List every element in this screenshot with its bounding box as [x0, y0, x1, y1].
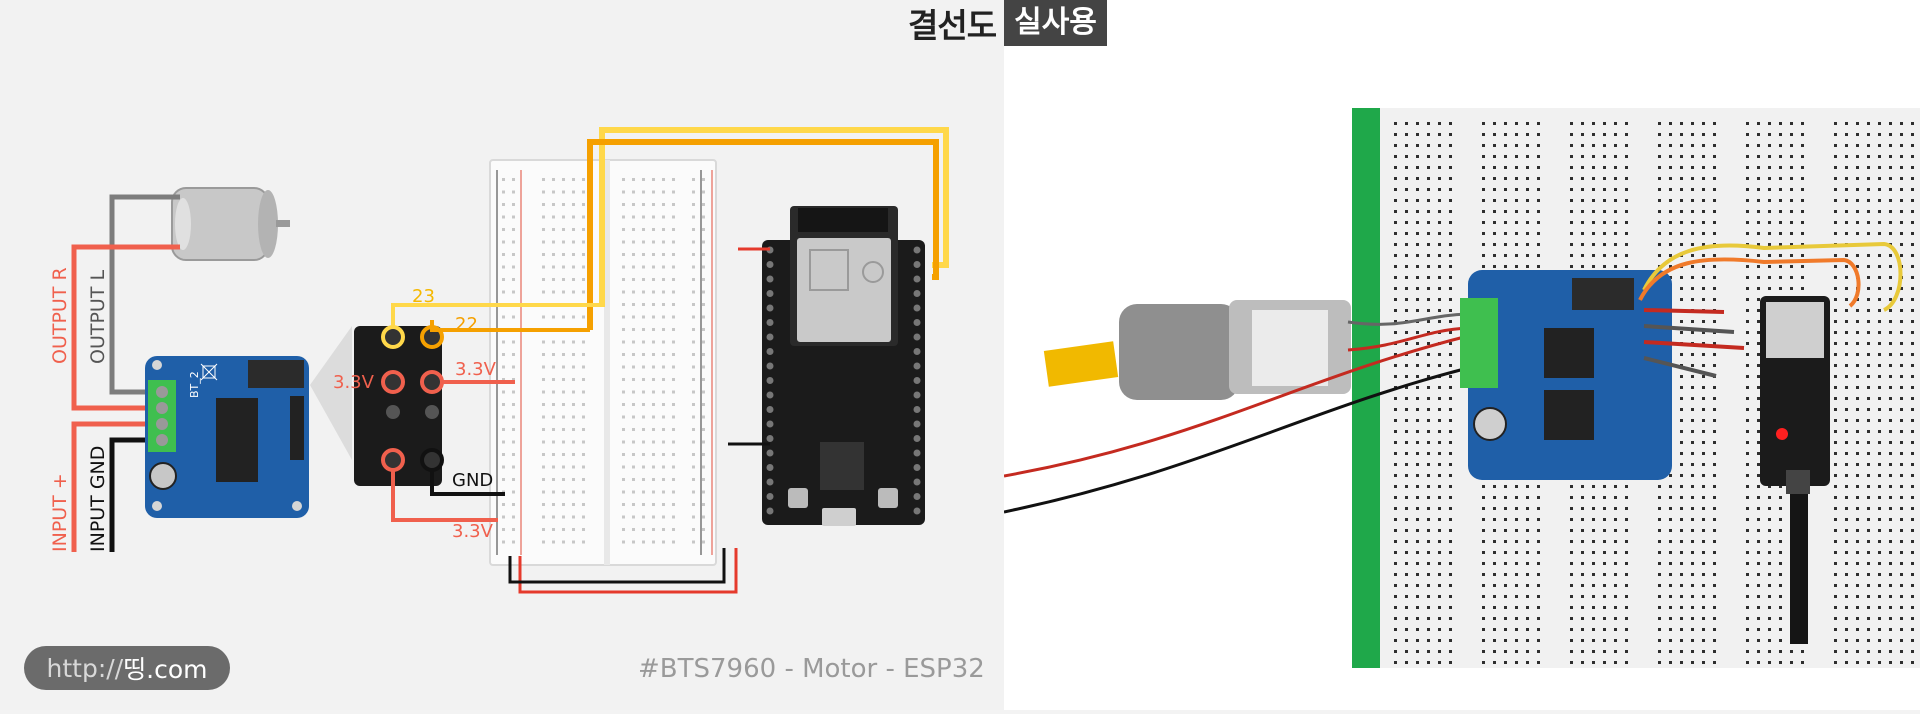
photo-title-tag: 실사용 [1004, 0, 1107, 46]
photo-bts7960-board [1460, 270, 1672, 480]
usb-cable [1790, 494, 1808, 644]
board-label: BT_2 [188, 371, 201, 398]
bts7960-board: BT_2 [145, 356, 309, 518]
wiring-diagram: 23 22 3.3V 3.3V GND 3.3V [49, 127, 949, 594]
capacitor [149, 462, 177, 490]
caption: #BTS7960 - Motor - ESP32 [638, 654, 985, 684]
real-photo-panel [1004, 0, 1920, 710]
wiring-diagram-panel: 23 22 3.3V 3.3V GND 3.3V [24, 127, 985, 690]
label-3v3-bottom: 3.3V [452, 521, 494, 542]
photo-motor [1043, 300, 1351, 400]
wire-orange-top [587, 139, 939, 330]
wire-yellow-top [599, 127, 949, 307]
label-22: 22 [455, 314, 478, 335]
green-board-edge [1352, 108, 1380, 668]
label-input-plus: INPUT + [49, 473, 71, 552]
wifi-icon [862, 261, 884, 283]
photo-esp32-board [1760, 296, 1830, 644]
ce-mark-icon [809, 249, 849, 291]
pin-23 [381, 325, 405, 349]
breadboard [489, 159, 717, 566]
en-button [788, 488, 808, 508]
label-gnd: GND [452, 470, 493, 491]
pin-connector [310, 325, 444, 486]
url-prefix: http:// [46, 653, 124, 683]
label-input-gnd: INPUT GND [87, 446, 109, 552]
pin-3v3-left [381, 370, 405, 394]
wire-output-r [71, 244, 180, 411]
real-setup-photo [1004, 108, 1920, 668]
bin-icon [200, 363, 218, 381]
esp32-board [762, 206, 925, 526]
title-bar: 결선도 실사용 [908, 0, 1107, 46]
url-domain: 띵.com [123, 655, 208, 684]
wire-black-bottom [508, 548, 726, 584]
url-badge: http://띵.com [24, 646, 230, 690]
label-3v3-left: 3.3V [333, 372, 375, 393]
label-23: 23 [412, 286, 435, 307]
label-3v3-right: 3.3V [455, 359, 497, 380]
diagram-title: 결선도 [908, 6, 997, 45]
dc-motor [171, 187, 290, 261]
pin-3v3-right [420, 370, 444, 394]
wire-red-bottom [518, 548, 738, 594]
usb-port-icon [822, 508, 856, 526]
wire-input-plus [71, 421, 158, 552]
wire-input-gnd [109, 437, 158, 552]
pin-gnd [420, 448, 444, 472]
header-pins [290, 396, 304, 460]
wire-output-l [109, 194, 180, 395]
label-output-r: OUTPUT R [49, 267, 71, 364]
boot-button [878, 488, 898, 508]
label-output-l: OUTPUT L [87, 270, 109, 364]
pin-3v3-bottom [381, 448, 405, 472]
